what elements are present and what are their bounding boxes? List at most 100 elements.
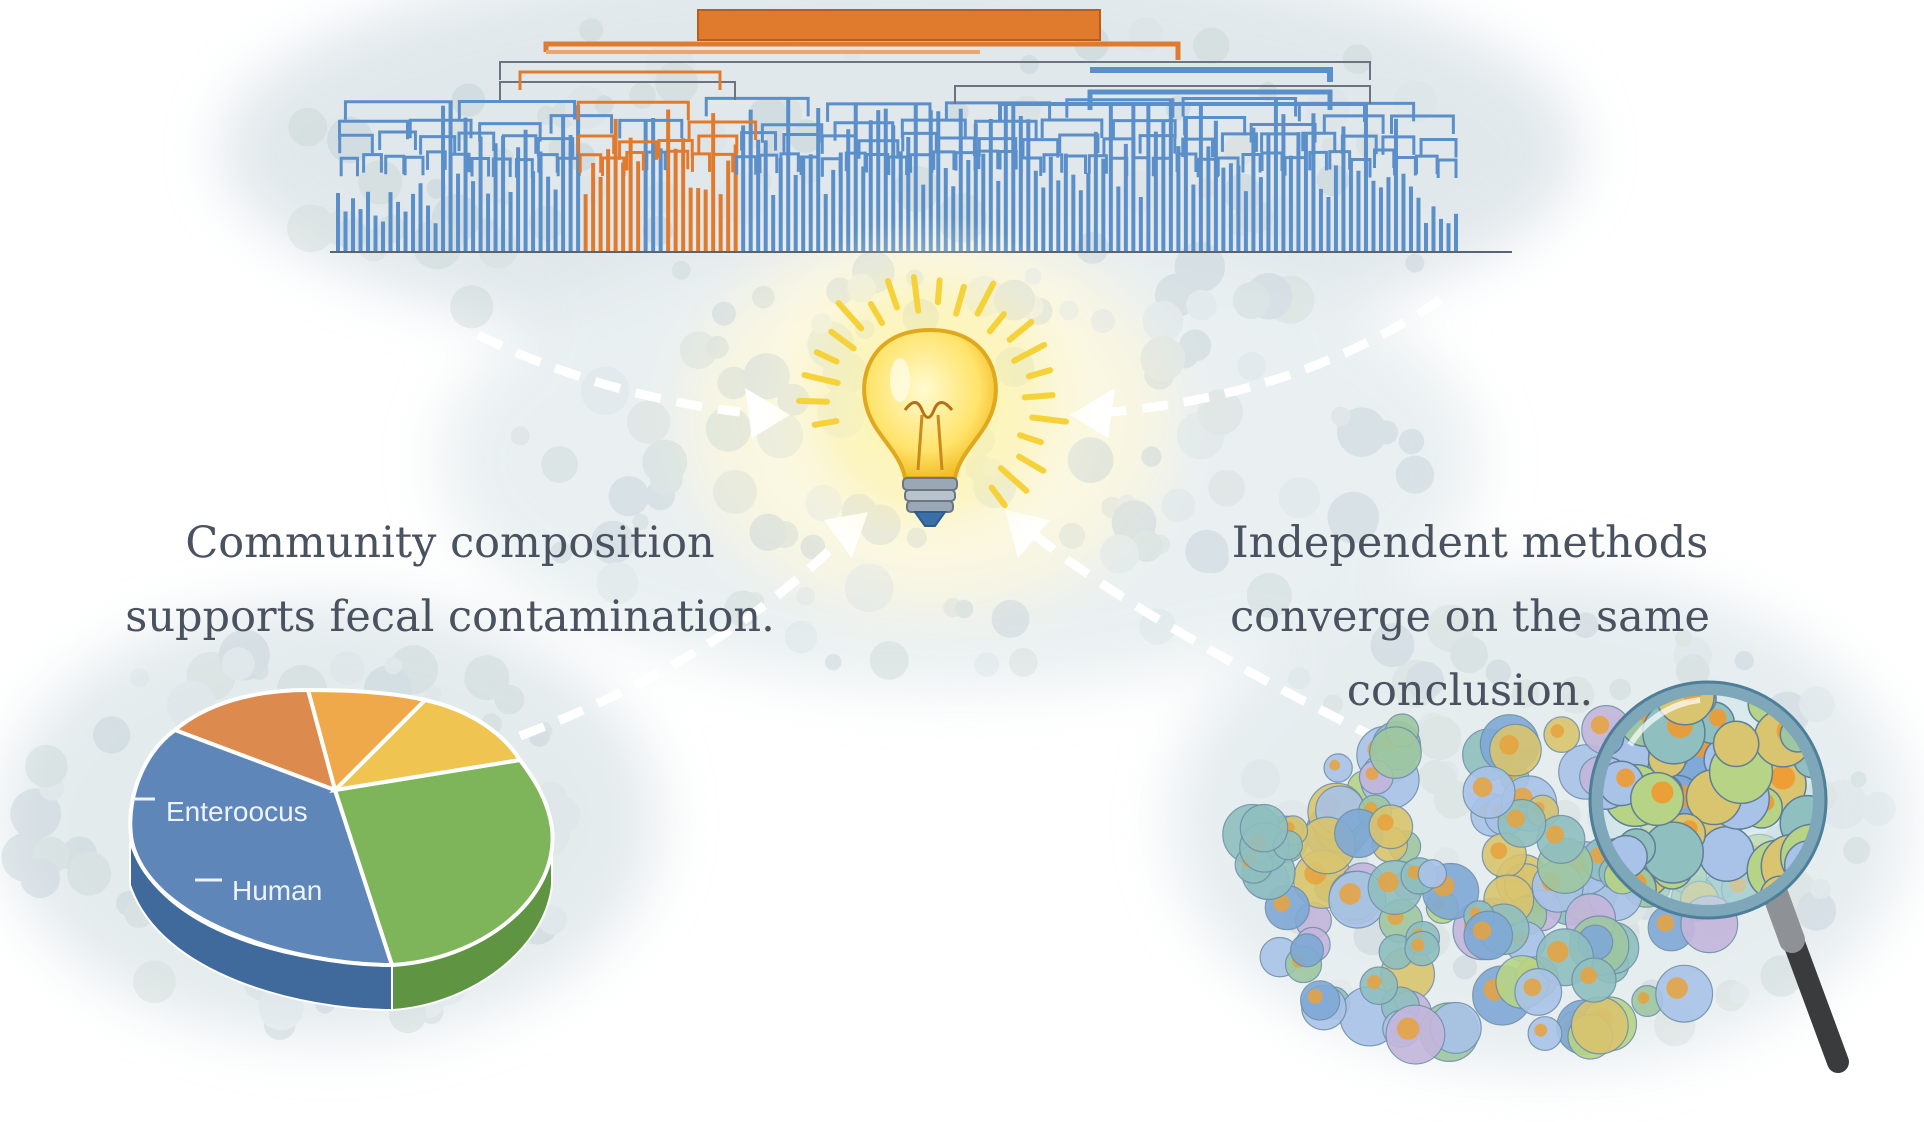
texture-dot — [1556, 676, 1595, 714]
microbe — [1655, 964, 1714, 1023]
microbe — [1385, 1004, 1446, 1065]
dendrogram-link — [449, 152, 471, 173]
bulb-ray — [1025, 367, 1054, 380]
dendrogram-link — [857, 139, 900, 159]
texture-dot — [1393, 80, 1437, 124]
bulb-ray — [828, 328, 857, 352]
magnified-microbe — [1698, 825, 1755, 882]
texture-dot — [712, 301, 736, 326]
dendrogram-link — [690, 152, 712, 172]
texture-dot — [649, 462, 683, 496]
microbe — [1527, 1016, 1563, 1052]
dendrogram-link — [799, 155, 821, 175]
dendrogram-link — [576, 100, 690, 121]
caption-left-line-2: supports fecal contamination. — [125, 592, 775, 642]
microbe-spot — [1506, 809, 1525, 828]
texture-dot — [221, 647, 255, 681]
texture-dot — [671, 260, 691, 280]
texture-dot — [645, 480, 676, 511]
magnified-microbe — [1712, 720, 1760, 768]
texture-dot — [1176, 411, 1225, 460]
dendrogram-link — [932, 150, 956, 170]
dendrogram-link — [499, 61, 1371, 80]
microbe — [1417, 859, 1448, 889]
magnified-microbe-spot — [1770, 765, 1796, 790]
texture-dot — [1418, 759, 1453, 794]
microbe-spot — [1550, 724, 1565, 738]
texture-dot — [1237, 351, 1267, 381]
texture-dot — [133, 960, 176, 1004]
microbe-spot — [1580, 967, 1597, 985]
texture-dot — [1327, 491, 1380, 544]
texture-dot — [186, 651, 236, 701]
dendrogram-link — [625, 150, 645, 171]
dendrogram-link — [1175, 152, 1198, 173]
texture-dot — [946, 101, 969, 123]
texture-dot — [39, 775, 65, 801]
texture-dot — [1843, 836, 1871, 864]
dendrogram-link — [1019, 156, 1043, 177]
dendrogram-link — [491, 157, 512, 177]
texture-dot — [1142, 300, 1184, 342]
texture-dot — [1111, 500, 1157, 545]
texture-dot — [1117, 494, 1137, 515]
microbe — [1289, 933, 1325, 968]
caption-left-line-1: Community composition — [185, 518, 715, 568]
bulb-ray — [801, 372, 841, 386]
texture-dot — [450, 285, 494, 329]
microbe-spot — [1273, 894, 1291, 912]
texture-dot — [1161, 488, 1196, 523]
texture-dot — [1395, 455, 1435, 494]
dendrogram-link — [408, 118, 473, 139]
dendrogram-link — [998, 102, 1367, 122]
microbe-spot — [1411, 938, 1425, 952]
microbe-spot — [1473, 921, 1492, 940]
dendrogram-link — [378, 130, 417, 151]
dendrogram-link — [618, 118, 684, 139]
dendrogram-link — [1340, 134, 1378, 155]
dendrogram-link — [820, 157, 842, 177]
dendrogram-top-bar — [697, 9, 1101, 41]
texture-dot — [1452, 955, 1478, 980]
texture-dot — [327, 116, 374, 164]
texture-dot — [1208, 469, 1246, 507]
dendrogram-link — [998, 150, 1018, 170]
dendrogram-link — [601, 156, 626, 177]
texture-dot — [1336, 407, 1387, 457]
bulb-ray — [997, 465, 1030, 494]
dendrogram-link — [1131, 156, 1151, 176]
bulb-ray — [986, 311, 1007, 335]
pie-slice-yellow — [329, 697, 524, 793]
texture-dot — [1342, 44, 1373, 75]
texture-dot — [765, 95, 803, 132]
microbe-spot — [1378, 871, 1399, 893]
pie-chart: Enteroocus Human — [128, 687, 555, 1012]
dashed-arrows — [476, 296, 1443, 745]
texture-dot — [1370, 623, 1415, 668]
bulb-ray — [988, 484, 1008, 509]
microbe-body — [1570, 996, 1629, 1055]
dendrogram-link — [711, 152, 735, 173]
texture-dot — [93, 716, 131, 754]
texture-dot — [1715, 979, 1747, 1012]
texture-dot — [250, 661, 269, 680]
bulb-ray — [867, 300, 886, 326]
bulb-ray — [934, 277, 943, 306]
bulb-ray — [811, 418, 840, 428]
dendrogram-link — [1087, 154, 1108, 174]
texture-dot — [1416, 712, 1450, 745]
texture-dot — [642, 439, 688, 485]
texture-dot — [1673, 636, 1713, 675]
texture-dot — [1288, 667, 1311, 690]
texture-dot — [771, 520, 799, 549]
dendrogram-link — [833, 121, 895, 141]
dendrogram-link — [1064, 154, 1087, 174]
dendrogram-link — [936, 136, 976, 157]
dendrogram-link — [1181, 96, 1298, 117]
dendrogram-link — [478, 122, 542, 142]
magnified-microbe-spot — [1616, 768, 1635, 788]
dendrogram-link — [1183, 115, 1247, 136]
microbe-spot — [1329, 759, 1341, 771]
